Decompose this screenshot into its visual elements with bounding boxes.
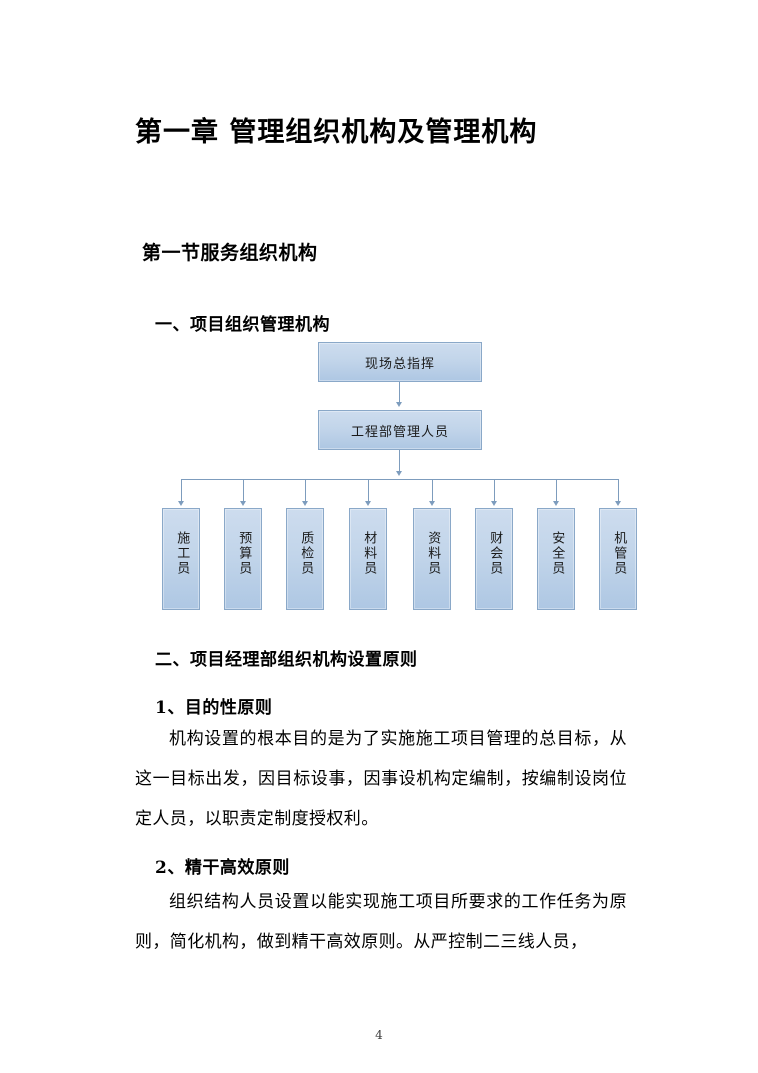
connector-arrow-down <box>302 501 308 506</box>
org-node-budget-officer: 预算员 <box>224 508 262 610</box>
connector-drop-line <box>305 479 306 502</box>
org-node-label: 现场总指挥 <box>364 356 435 372</box>
connector-drop-line <box>181 479 182 502</box>
org-node-engineering-staff: 工程部管理人员 <box>318 410 482 450</box>
connector-arrow-down <box>429 501 435 506</box>
connector-drop-line <box>494 479 495 502</box>
org-node-equipment-officer: 机管员 <box>599 508 637 610</box>
paragraph-efficiency-principle: 组织结构人员设置以能实现施工项目所要求的工作任务为原则，简化机构，做到精干高效原… <box>135 892 627 952</box>
connector-drop-line <box>556 479 557 502</box>
connector-drop-line <box>618 479 619 502</box>
organization-chart: 现场总指挥 工程部管理人员 施工员 <box>0 330 758 620</box>
page-title: 第一章 管理组织机构及管理机构 <box>135 117 538 149</box>
connector-drop-line <box>368 479 369 502</box>
section-heading: 第一节服务组织机构 <box>142 241 318 264</box>
org-node-construction-worker: 施工员 <box>162 508 200 610</box>
org-node-label: 财会员 <box>487 531 503 576</box>
connector-drop-line <box>243 479 244 502</box>
org-node-site-commander: 现场总指挥 <box>318 342 482 382</box>
connector-arrow-down <box>178 501 184 506</box>
org-node-accountant: 财会员 <box>475 508 513 610</box>
connector-arrow-down <box>491 501 497 506</box>
connector-arrow-down <box>365 501 371 506</box>
connector-arrow-down <box>396 402 402 407</box>
org-node-label: 机管员 <box>611 531 627 576</box>
connector-arrow-down <box>615 501 621 506</box>
org-node-label: 安全员 <box>549 531 565 576</box>
org-node-material-officer: 材料员 <box>349 508 387 610</box>
page-number: 4 <box>375 1028 383 1042</box>
connector-arrow-down <box>396 471 402 476</box>
org-node-label: 施工员 <box>174 531 190 576</box>
connector-bus-horizontal <box>181 479 618 480</box>
heading-purpose-principle: 1、目的性原则 <box>155 697 273 718</box>
org-node-label: 工程部管理人员 <box>350 424 449 440</box>
org-node-label: 预算员 <box>236 531 252 576</box>
connector-line-vertical <box>399 382 400 403</box>
connector-arrow-down <box>240 501 246 506</box>
org-node-label: 质检员 <box>298 531 314 576</box>
org-node-document-officer: 资料员 <box>413 508 451 610</box>
org-node-quality-inspector: 质检员 <box>286 508 324 610</box>
connector-drop-line <box>432 479 433 502</box>
connector-arrow-down <box>553 501 559 506</box>
org-node-label: 资料员 <box>425 531 441 576</box>
subsection-heading: 一、项目组织管理机构 <box>155 315 330 335</box>
connector-line-vertical <box>399 450 400 472</box>
heading-org-principles: 二、项目经理部组织机构设置原则 <box>155 650 418 670</box>
heading-efficiency-principle: 2、精干高效原则 <box>155 857 290 878</box>
org-node-label: 材料员 <box>361 531 377 576</box>
paragraph-purpose-principle: 机构设置的根本目的是为了实施施工项目管理的总目标，从这一目标出发，因目标设事，因… <box>135 729 627 829</box>
org-node-safety-officer: 安全员 <box>537 508 575 610</box>
